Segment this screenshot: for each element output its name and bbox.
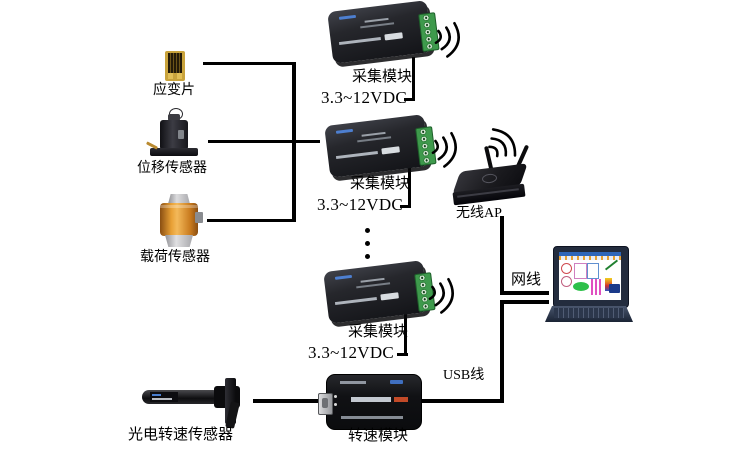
screen-bar-chart	[591, 279, 602, 295]
wire-strain-to-trunk	[203, 62, 295, 65]
wireless-signal-icon	[422, 271, 460, 318]
wire-load-to-trunk	[207, 219, 295, 222]
strain-gauge-image	[165, 51, 185, 81]
wire-power1-dash	[404, 98, 415, 101]
photoelectric-speed-sensor-image	[138, 378, 260, 430]
more-modules-ellipsis-dot	[365, 228, 370, 233]
more-modules-ellipsis-dot	[365, 241, 370, 246]
more-modules-ellipsis-dot	[365, 254, 370, 259]
laptop-keyboard	[554, 308, 624, 318]
load-cell-connector	[195, 212, 203, 223]
wire-power3-riser	[404, 314, 407, 356]
wireless-signal-icon	[428, 15, 466, 62]
sensor-bracket	[225, 378, 236, 424]
load-cell-top-nut	[168, 194, 190, 204]
sensor-base	[150, 148, 198, 156]
acq-module-3-power-label: 3.3~12VDC	[308, 343, 395, 362]
acq-module-2-label: 采集模块	[350, 176, 411, 192]
screen-curve-plot	[604, 259, 619, 271]
photo-speed-sensor-label: 光电转速传感器	[128, 427, 234, 443]
sensor-label-band	[150, 392, 178, 402]
strain-gauge-label: 应变片	[153, 83, 195, 98]
wire-power3-dash	[397, 353, 408, 356]
module-body	[327, 0, 433, 64]
wire-speedmodule-to-riser	[420, 399, 504, 403]
network-cable-label: 网线	[511, 272, 542, 288]
screen-3d-plot	[609, 284, 620, 293]
screen-title-bar	[559, 252, 621, 256]
displacement-sensor-image	[145, 108, 200, 160]
sensor-cap	[168, 114, 180, 121]
laptop-screen	[559, 252, 621, 300]
wire-speedsensor-to-module	[253, 399, 325, 403]
module-connector-pin	[322, 398, 328, 408]
wireless-ap-label: 无线AP	[456, 206, 502, 221]
wireless-signal-icon	[425, 125, 463, 172]
strain-gauge-grid	[168, 53, 182, 73]
wire-usb-riser	[500, 300, 504, 403]
acquisition-module-3-image	[323, 260, 436, 324]
screen-green-plot	[573, 282, 589, 291]
acquisition-module-2-image	[324, 114, 437, 178]
screen-panel	[587, 263, 599, 279]
sensor-band-logo	[152, 394, 161, 396]
load-cell-highlight	[160, 205, 198, 208]
module-led	[334, 395, 337, 398]
screen-gauge	[561, 276, 572, 287]
acq-module-2-power-label: 3.3~12VDC	[317, 195, 404, 214]
usb-cable-label: USB线	[443, 368, 485, 383]
module-text-line	[341, 416, 403, 419]
laptop-lid	[553, 246, 629, 308]
wire-ap-down	[500, 216, 504, 295]
screen-toolbar	[559, 256, 621, 260]
wire-usb-to-laptop	[500, 300, 549, 304]
load-cell-bottom-nut	[165, 235, 193, 247]
load-cell-body	[160, 203, 198, 236]
wireless-signal-icon	[476, 119, 526, 170]
wire-power2-riser	[408, 167, 411, 208]
module-red-text	[394, 397, 408, 402]
acq-module-1-power-label: 3.3~12VDC	[321, 88, 408, 107]
load-sensor-image	[158, 194, 203, 248]
sensor-port	[178, 130, 184, 139]
wire-network-to-laptop	[500, 291, 549, 295]
laptop-image	[545, 244, 633, 324]
screen-panel	[574, 263, 587, 279]
acq-module-3-label: 采集模块	[348, 324, 409, 340]
speed-module-label: 转速模块	[348, 428, 409, 444]
wire-power2-dash	[400, 205, 411, 208]
acq-module-1-label: 采集模块	[352, 69, 413, 85]
strain-gauge-pad	[168, 73, 173, 79]
sensor-band-text	[152, 398, 172, 400]
screen-gauge	[561, 263, 572, 274]
strain-gauge-pad	[177, 73, 182, 79]
module-led	[334, 403, 337, 406]
module-text-line	[351, 397, 391, 402]
module-body	[324, 114, 430, 178]
module-logo	[390, 380, 403, 384]
wireless-ap-image	[448, 126, 538, 210]
wire-power1-riser	[412, 57, 415, 101]
module-body	[323, 260, 429, 324]
module-text-line	[340, 381, 366, 384]
wire-trunk-vertical	[292, 62, 296, 222]
screen-color-scale	[605, 278, 612, 291]
displacement-sensor-label: 位移传感器	[137, 161, 207, 176]
load-sensor-label: 载荷传感器	[140, 250, 210, 265]
speed-module-image	[318, 372, 426, 430]
wire-displacement-to-module	[208, 140, 320, 143]
acquisition-module-1-image	[327, 0, 440, 64]
